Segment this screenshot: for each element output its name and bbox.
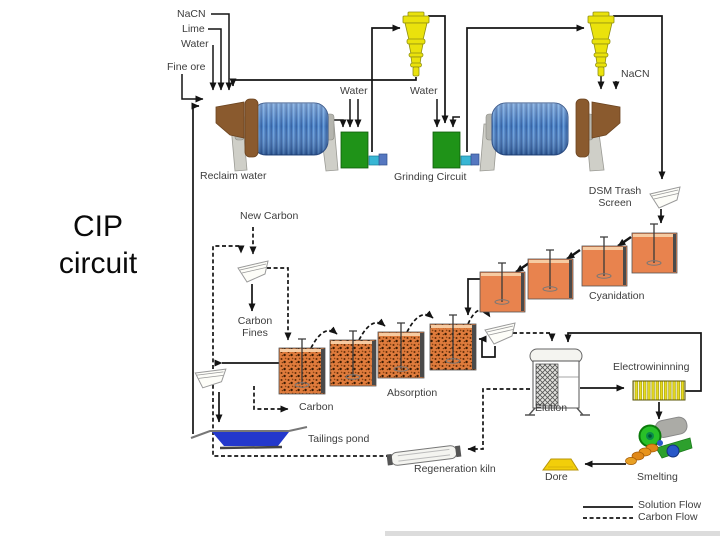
label-new-carbon: New Carbon bbox=[240, 210, 299, 222]
cyanidation-tank-1 bbox=[479, 262, 526, 313]
absorption-tank-2 bbox=[329, 330, 377, 387]
smelting-furnace-icon bbox=[625, 416, 693, 465]
electrowinning-cell bbox=[632, 380, 686, 401]
label-regeneration-kiln: Regeneration kiln bbox=[414, 463, 496, 475]
elution-column bbox=[525, 348, 590, 416]
label-water-mill2: Water bbox=[410, 85, 438, 97]
sump-tank-2 bbox=[432, 131, 480, 169]
cyanidation-tanks bbox=[479, 223, 678, 313]
label-nacn-mill2: NaCN bbox=[621, 68, 650, 80]
absorption-tanks bbox=[278, 314, 477, 395]
absorption-tank-3 bbox=[377, 322, 425, 379]
label-electrowinning: Electrowininning bbox=[613, 361, 690, 373]
dore-bar-icon bbox=[542, 458, 579, 471]
cyanidation-tank-2 bbox=[527, 249, 574, 300]
label-fine-ore: Fine ore bbox=[167, 61, 206, 73]
tailings-pond-icon bbox=[190, 426, 308, 450]
label-cyanidation: Cyanidation bbox=[589, 290, 645, 302]
slide-edge bbox=[385, 531, 720, 536]
legend-solution-flow-label: Solution Flow bbox=[638, 499, 702, 511]
pump-2 bbox=[460, 155, 473, 166]
label-lime: Lime bbox=[182, 23, 205, 35]
dsm-trash-screen-icon bbox=[649, 186, 681, 209]
carbon-flow-lines bbox=[212, 227, 633, 519]
hydrocyclone-1 bbox=[402, 11, 430, 77]
cyanidation-tank-4 bbox=[631, 223, 678, 274]
label-absorption: Absorption bbox=[387, 387, 438, 399]
label-reclaim-water: Reclaim water bbox=[200, 170, 267, 182]
hydrocyclone-2 bbox=[587, 11, 615, 77]
label-carbon: Carbon bbox=[299, 401, 334, 413]
pump-1 bbox=[368, 155, 381, 166]
label-carbon-fines: Carbon Fines bbox=[237, 315, 273, 339]
absorption-tank-1 bbox=[278, 338, 326, 395]
ball-mill-2 bbox=[479, 98, 621, 172]
regeneration-kiln-icon bbox=[386, 445, 462, 466]
sump-tank-1 bbox=[340, 131, 388, 169]
mill2-feed-chute bbox=[591, 101, 621, 139]
label-grinding-circuit: Grinding Circuit bbox=[394, 171, 467, 183]
legend-carbon-flow-label: Carbon Flow bbox=[638, 511, 698, 523]
page-title: CIP circuit bbox=[58, 210, 138, 280]
tailings-safety-screen-icon bbox=[193, 365, 227, 391]
mill1-feed-chute bbox=[215, 101, 245, 139]
carbon-sizing-screen-icon bbox=[237, 260, 269, 283]
label-tailings-pond: Tailings pond bbox=[308, 433, 370, 445]
label-elution: Elution bbox=[535, 402, 568, 414]
label-smelting: Smelting bbox=[637, 471, 678, 483]
label-dore: Dore bbox=[545, 471, 568, 483]
loaded-carbon-screen-icon bbox=[484, 322, 516, 345]
label-water-mill1: Water bbox=[340, 85, 368, 97]
absorption-tank-4 bbox=[429, 314, 477, 371]
ball-mill-1 bbox=[215, 98, 339, 172]
label-nacn-feed: NaCN bbox=[177, 8, 206, 20]
solution-flow-lines bbox=[181, 13, 702, 508]
label-dsm-trash-screen: DSM Trash Screen bbox=[588, 185, 642, 209]
label-water-feed: Water bbox=[181, 38, 209, 50]
cyanidation-tank-3 bbox=[581, 236, 628, 287]
